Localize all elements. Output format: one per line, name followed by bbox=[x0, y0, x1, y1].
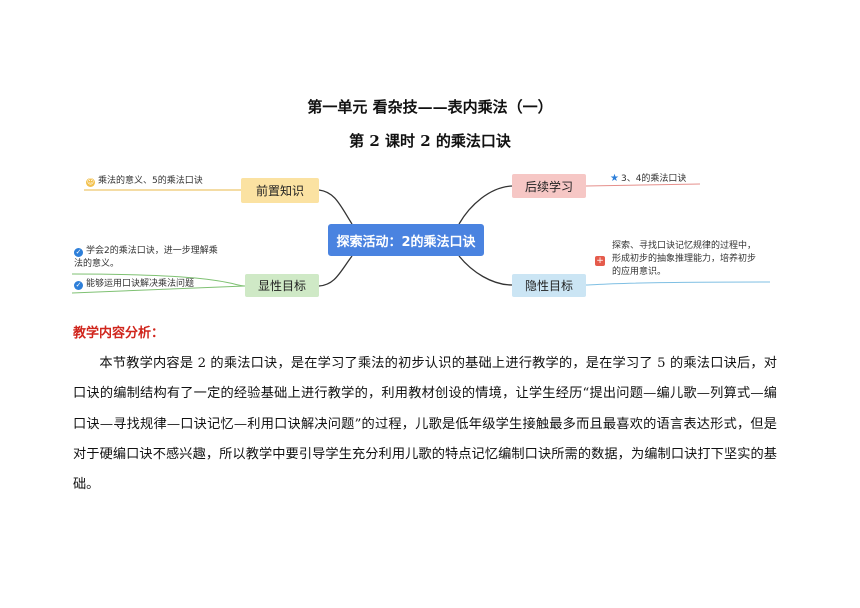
content-analysis-paragraph: 本节教学内容是 2 的乘法口诀，是在学习了乘法的初步认识的基础上进行教学的，是在… bbox=[73, 356, 777, 493]
connector-explicit bbox=[318, 255, 353, 287]
explicit-goal-leaf-1: ✓学会2的乘法口诀，进一步理解乘法的意义。 bbox=[74, 246, 218, 269]
leaf-line-implicit bbox=[585, 281, 771, 286]
explicit-goal-box: 显性目标 bbox=[245, 274, 319, 297]
prior-knowledge-box: 前置知识 bbox=[241, 178, 319, 203]
implicit-goal-box: 隐性目标 bbox=[512, 274, 586, 297]
connector-implicit bbox=[458, 255, 513, 286]
lesson-title: 第 2 课时 2 的乘法口诀 bbox=[349, 132, 511, 150]
connector-follow bbox=[458, 185, 513, 225]
explicit-goal-leaf-2: ✓能够运用口诀解决乘法问题 bbox=[74, 279, 195, 290]
connector-prior bbox=[318, 189, 353, 225]
check-icon: ✓ bbox=[74, 281, 83, 290]
unit-title: 第一单元 看杂技——表内乘法（一） bbox=[307, 98, 553, 116]
follow-up-learning-box: 后续学习 bbox=[512, 174, 586, 198]
smiley-icon: ☺ bbox=[86, 178, 95, 187]
plus-icon: + bbox=[595, 256, 605, 266]
section-heading: 教学内容分析： bbox=[73, 326, 165, 341]
follow-up-leaf: ★3、4的乘法口诀 bbox=[610, 173, 687, 184]
check-icon: ✓ bbox=[74, 248, 83, 257]
implicit-goal-leaf: 探索、寻找口诀记忆规律的过程中，形成初步的抽象推理能力，培养初步的应用意识。 bbox=[612, 241, 757, 277]
center-topic-box: 探索活动：2的乘法口诀 bbox=[328, 224, 484, 256]
star-icon: ★ bbox=[610, 173, 619, 184]
prior-knowledge-leaf: ☺乘法的意义、5的乘法口诀 bbox=[86, 176, 203, 187]
